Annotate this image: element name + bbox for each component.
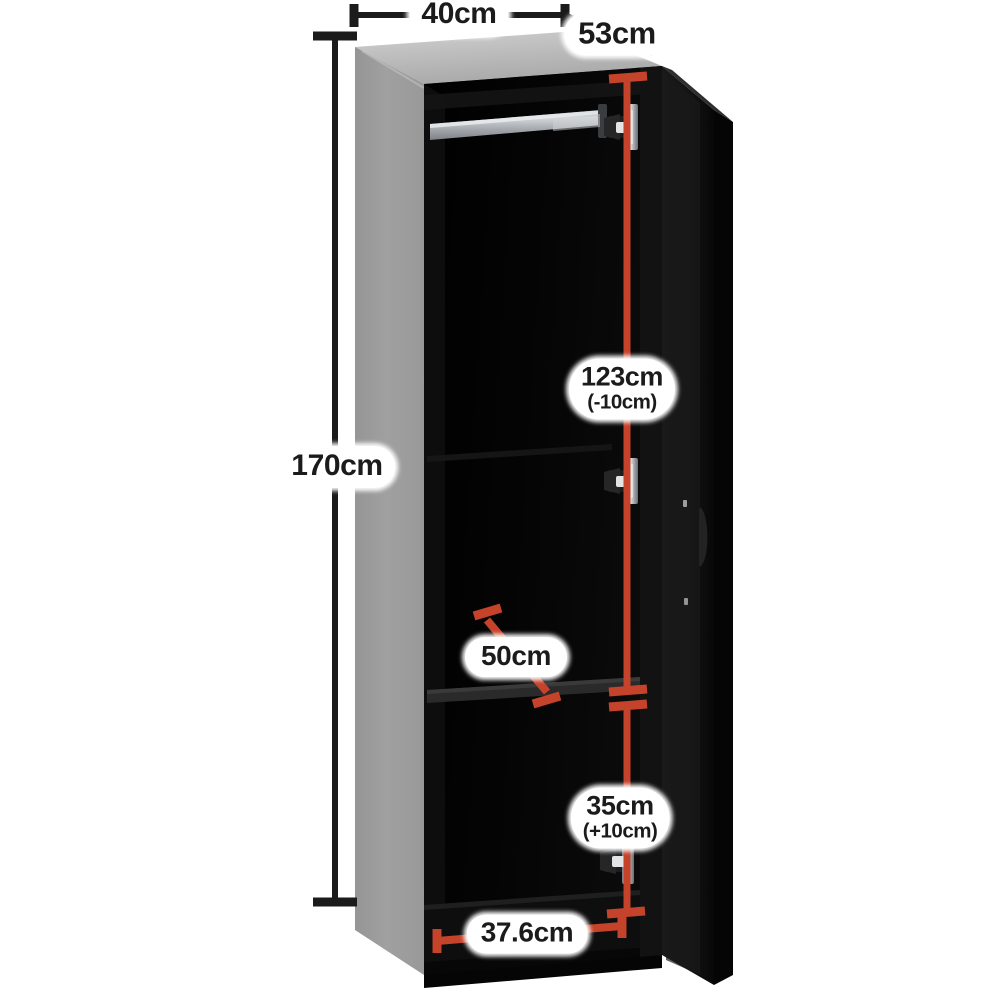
lower-section-value: 35cm xyxy=(586,790,654,821)
interior-left-wall xyxy=(424,84,445,975)
door-screw-bottom xyxy=(684,598,688,605)
cabinet-right-frame xyxy=(640,66,662,958)
left-side-panel-crease xyxy=(361,50,425,89)
hanging-section-value: 123cm xyxy=(580,361,664,392)
upper-divider-line xyxy=(427,444,612,462)
dimension-label-depth: 53cm xyxy=(564,12,670,56)
cabinet-body xyxy=(355,31,733,988)
dimension-label-internal-depth: 50cm xyxy=(464,637,568,677)
dimension-label-lower-section: 35cm (+10cm) xyxy=(570,787,670,849)
dimension-label-internal-width: 37.6cm xyxy=(466,914,588,954)
dimension-label-width: 40cm xyxy=(409,0,509,35)
cabinet-interior xyxy=(424,66,662,975)
middle-shelf xyxy=(427,677,640,703)
door[interactable] xyxy=(662,66,733,985)
hanging-section-note: (-10cm) xyxy=(587,390,657,414)
door-screw-top xyxy=(683,500,687,507)
left-side-panel xyxy=(355,47,424,975)
dimension-label-hanging-section: 123cm (-10cm) xyxy=(568,358,676,420)
door-handle[interactable] xyxy=(699,508,708,566)
dimension-label-height: 170cm xyxy=(278,446,396,488)
interior-ceiling xyxy=(424,79,662,110)
hanging-rail xyxy=(430,104,607,140)
cabinet-bottom-edge xyxy=(424,955,662,988)
lower-section-note: (+10cm) xyxy=(582,819,658,843)
